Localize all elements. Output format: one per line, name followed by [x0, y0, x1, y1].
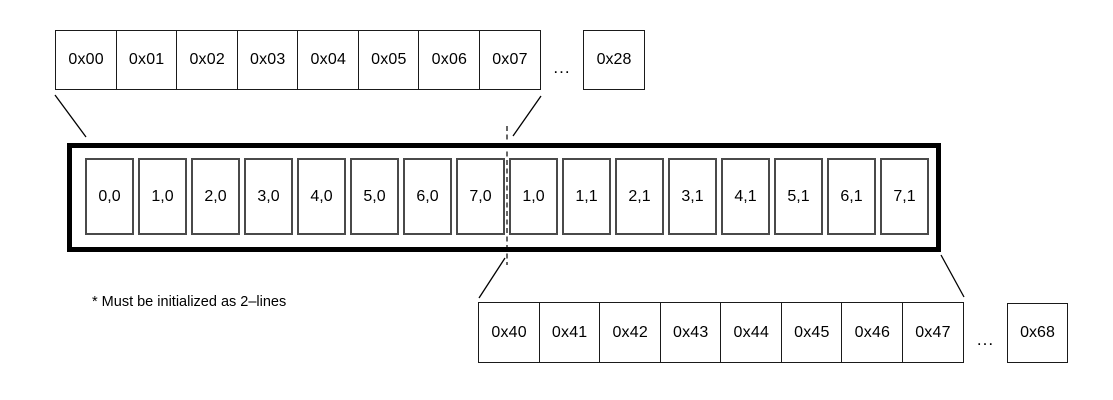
address-cell: 0x43 [659, 302, 722, 363]
buffer-cell: 0,0 [85, 158, 134, 235]
address-cell: 0x41 [538, 302, 601, 363]
top-address-row: 0x00 0x01 0x02 0x03 0x04 0x05 0x06 0x07 [55, 30, 542, 90]
bottom-row-ellipsis: ... [976, 330, 995, 349]
buffer-cell: 6,0 [403, 158, 452, 235]
address-cell: 0x03 [236, 30, 299, 90]
line-buffer: 0,0 1,0 2,0 3,0 4,0 5,0 6,0 7,0 1,0 1,1 … [67, 143, 941, 252]
buffer-cell: 2,1 [615, 158, 664, 235]
footnote: * Must be initialized as 2–lines [92, 294, 287, 310]
buffer-cell: 5,0 [350, 158, 399, 235]
address-cell: 0x05 [357, 30, 420, 90]
address-cell-tail-bottom: 0x68 [1007, 303, 1068, 363]
address-cell: 0x07 [478, 30, 542, 90]
address-cell: 0x45 [780, 302, 843, 363]
address-cell: 0x04 [297, 30, 360, 90]
buffer-cell: 7,0 [456, 158, 505, 235]
address-cell: 0x06 [418, 30, 481, 90]
connector-top-left-line [54, 94, 87, 138]
buffer-cell: 1,0 [138, 158, 187, 235]
address-cell: 0x46 [841, 302, 904, 363]
buffer-cell: 6,1 [827, 158, 876, 235]
address-cell-tail-top: 0x28 [583, 30, 645, 90]
buffer-cell: 5,1 [774, 158, 823, 235]
connector-bottom-left-line [478, 257, 506, 299]
buffer-cell: 4,0 [297, 158, 346, 235]
connector-bottom-right-line [940, 254, 965, 298]
address-cell: 0x47 [901, 302, 965, 363]
buffer-cell: 1,0 [509, 158, 558, 235]
buffer-cell: 1,1 [562, 158, 611, 235]
address-cell: 0x02 [176, 30, 239, 90]
address-cell: 0x01 [115, 30, 178, 90]
address-cell: 0x40 [478, 302, 541, 363]
buffer-cell: 2,0 [191, 158, 240, 235]
address-cell: 0x42 [599, 302, 662, 363]
buffer-cell: 3,0 [244, 158, 293, 235]
address-cell: 0x44 [720, 302, 783, 363]
buffer-cell: 7,1 [880, 158, 929, 235]
bottom-address-row: 0x40 0x41 0x42 0x43 0x44 0x45 0x46 0x47 [478, 302, 965, 363]
buffer-cell: 4,1 [721, 158, 770, 235]
top-row-ellipsis: ... [553, 58, 571, 77]
buffer-cell: 3,1 [668, 158, 717, 235]
connector-top-right-line [512, 95, 542, 137]
address-cell: 0x00 [55, 30, 118, 90]
